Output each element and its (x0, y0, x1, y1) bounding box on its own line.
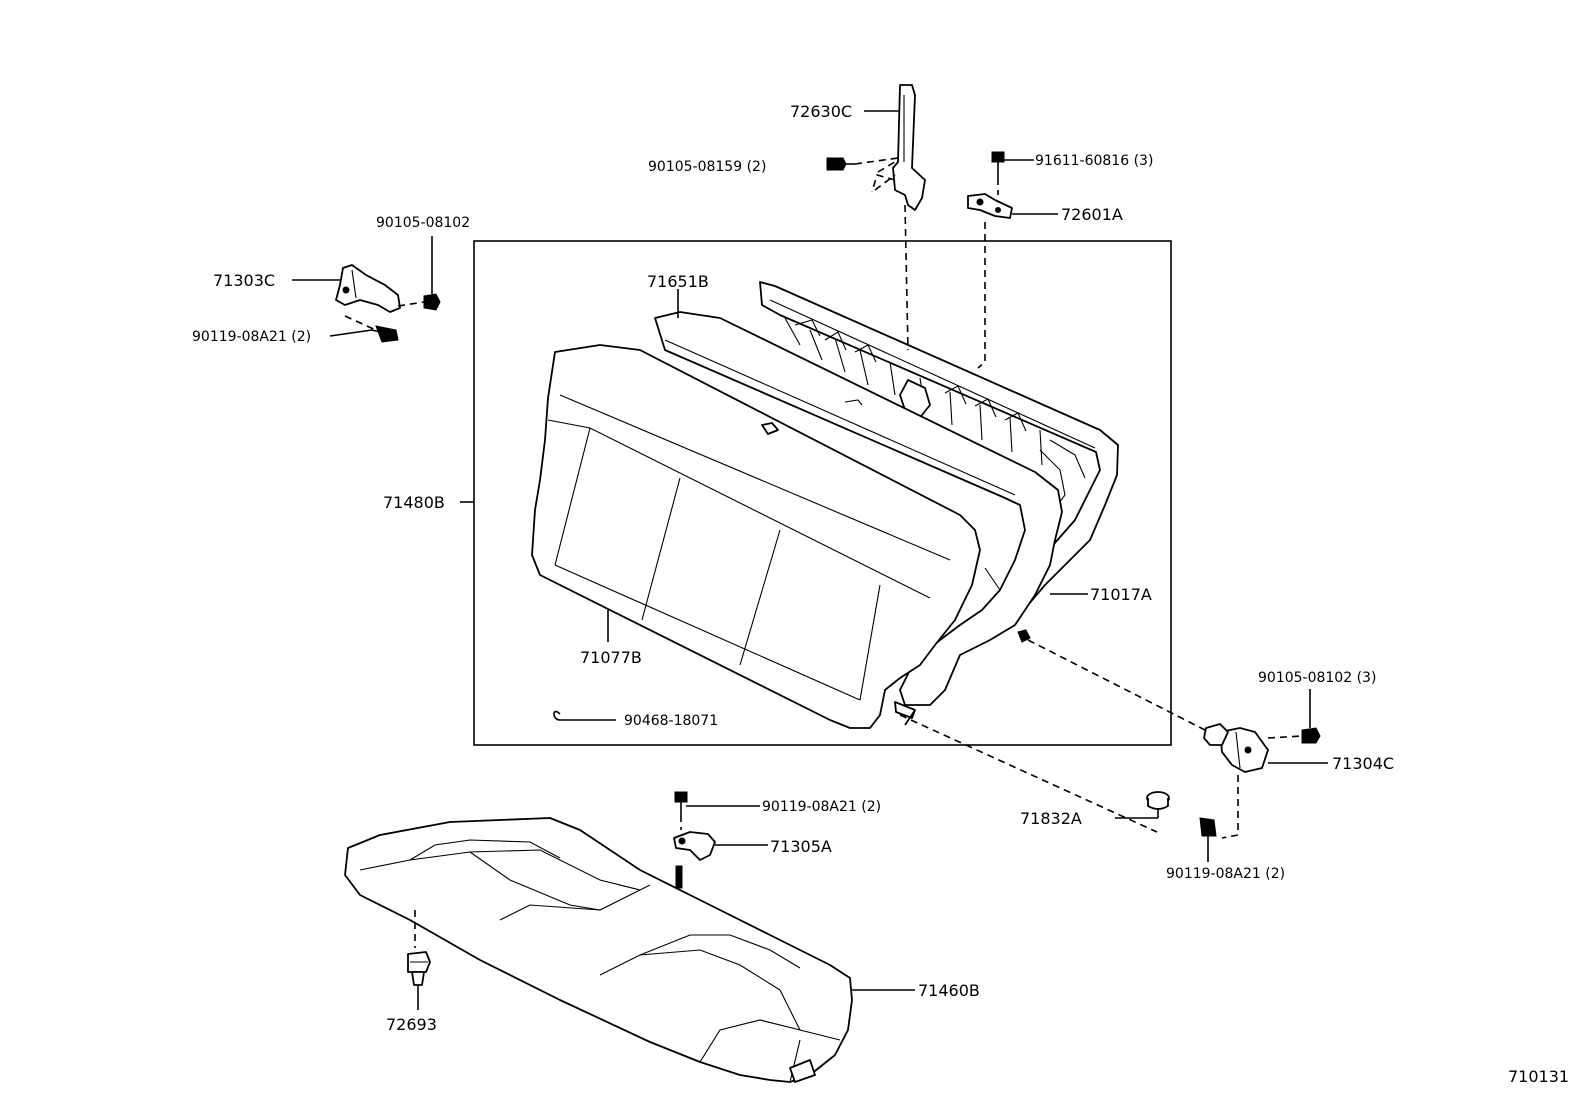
label-71304C: 71304C (1332, 754, 1394, 773)
label-71460B: 71460B (918, 981, 980, 1000)
label-90119-08A21-left: 90119-08A21 (2) (192, 329, 311, 345)
seatback-assembly-frame (473, 240, 1172, 746)
label-71303C: 71303C (213, 271, 275, 290)
dashed-line-bolt-08159 (854, 157, 899, 165)
hook-clip-90468-18071[interactable] (553, 710, 616, 721)
headrest-support-72630C[interactable] (871, 84, 926, 211)
bolt-90119-08A21-left[interactable] (371, 325, 399, 343)
label-90119-08A21-right: 90119-08A21 (2) (1166, 866, 1285, 882)
label-71017A: 71017A (1090, 585, 1152, 604)
label-90105-08159: 90105-08159 (2) (648, 159, 766, 175)
dashed-line-left-bolt (397, 301, 425, 307)
label-71305A: 71305A (770, 837, 832, 856)
stopper-71832A[interactable] (1146, 791, 1170, 818)
dashed-line-left-bolt-2 (344, 315, 381, 333)
dashed-line-right-bolt (1267, 735, 1303, 739)
hinge-bracket-71304C[interactable] (1203, 723, 1269, 773)
label-90105-08102-right: 90105-08102 (3) (1258, 670, 1376, 686)
label-72630C: 72630C (790, 102, 852, 121)
dashed-line-72630C (904, 204, 909, 351)
bolt-90105-08159[interactable] (826, 157, 855, 171)
seat-stud (675, 865, 683, 889)
label-71651B: 71651B (647, 272, 709, 291)
label-71832A: 71832A (1020, 809, 1082, 828)
label-90105-08102-top: 90105-08102 (376, 215, 470, 231)
label-91611-60816: 91611-60816 (3) (1035, 153, 1153, 169)
bolt-90105-08102-left[interactable] (423, 293, 441, 311)
label-71480B: 71480B (383, 493, 445, 512)
leader-lines (292, 110, 1328, 1010)
bolt-90119-08A21-mid[interactable] (674, 791, 688, 815)
dashed-line-71304C (1027, 639, 1206, 731)
bolt-90105-08102-right[interactable] (1301, 727, 1321, 744)
label-90468-18071: 90468-18071 (624, 713, 718, 729)
label-90119-08A21-mid: 90119-08A21 (2) (762, 799, 881, 815)
clip-upper-71017A (1017, 629, 1031, 643)
label-72601A: 72601A (1061, 205, 1123, 224)
dashed-line-72601A (977, 222, 986, 369)
seatback-pad-71651B[interactable] (654, 311, 1063, 706)
seat-cushion-71460B[interactable] (344, 817, 853, 1083)
hinge-bracket-71303C[interactable] (335, 264, 401, 313)
bolt-91611-60816[interactable] (991, 151, 1005, 178)
bolt-90119-08A21-right[interactable] (1199, 817, 1217, 845)
label-71077B: 71077B (580, 648, 642, 667)
clip-71832A-mount (894, 701, 916, 726)
bracket-72601A[interactable] (967, 193, 1013, 219)
bracket-71305A[interactable] (673, 831, 716, 861)
clip-72693[interactable] (407, 951, 431, 986)
diagram-id: 710131 (1508, 1067, 1569, 1086)
seatback-cover-71077B[interactable] (531, 344, 981, 729)
dashed-line-right-bolt-2 (1221, 775, 1239, 839)
label-72693: 72693 (386, 1015, 437, 1034)
